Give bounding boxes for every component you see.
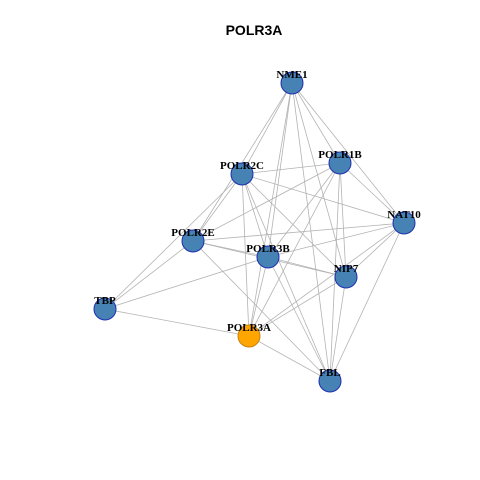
edge-nip7-polr3a [248, 276, 347, 337]
edge-polr1b-nat10 [339, 162, 405, 224]
node-nat10[interactable] [392, 211, 416, 235]
node-label-nme1: NME1 [276, 69, 307, 81]
edge-nme1-nip7 [291, 82, 347, 278]
edge-polr1b-nip7 [339, 162, 347, 278]
edge-polr2c-polr3b [241, 173, 269, 258]
node-nme1[interactable] [280, 71, 304, 95]
edge-polr2e-fbl [192, 240, 331, 382]
edge-polr3a-fbl [248, 335, 331, 382]
edge-tbp-polr3a [104, 308, 250, 337]
edge-polr1b-polr3a [248, 162, 341, 337]
edge-polr3b-nip7 [267, 256, 347, 278]
graph-title: POLR3A [226, 22, 283, 38]
node-nip7[interactable] [334, 265, 358, 289]
edge-polr1b-polr2e [192, 162, 341, 242]
node-polr2c[interactable] [230, 162, 254, 186]
node-label-polr1b: POLR1B [318, 149, 362, 161]
edge-nme1-polr1b [291, 82, 341, 164]
edge-nme1-nat10 [291, 82, 405, 224]
nodes-layer [93, 71, 416, 393]
node-polr3a[interactable] [237, 324, 261, 348]
edge-polr3b-polr3a [248, 256, 269, 337]
node-label-polr3b: POLR3B [246, 243, 290, 255]
edge-nat10-fbl [329, 222, 405, 382]
edge-nat10-polr2e [192, 222, 405, 242]
node-label-polr2c: POLR2C [220, 160, 264, 172]
node-polr2e[interactable] [181, 229, 205, 253]
node-label-polr2e: POLR2E [171, 227, 214, 239]
edge-polr2c-polr3a [241, 173, 250, 337]
edge-polr2c-nat10 [241, 173, 405, 224]
node-label-nat10: NAT10 [387, 209, 421, 221]
edge-nme1-polr2c [241, 82, 293, 175]
node-polr1b[interactable] [328, 151, 352, 175]
node-label-polr3a: POLR3A [227, 322, 271, 334]
edge-polr1b-polr2c [241, 162, 341, 175]
edge-polr1b-polr3b [267, 162, 341, 258]
node-label-tbp: TBP [94, 295, 116, 307]
edge-polr2c-polr2e [192, 173, 243, 242]
node-fbl[interactable] [318, 369, 342, 393]
node-tbp[interactable] [93, 297, 117, 321]
edge-nme1-polr2e [192, 82, 293, 242]
node-label-nip7: NIP7 [334, 263, 359, 275]
edge-nat10-polr3a [248, 222, 405, 337]
edge-nme1-fbl [291, 82, 331, 382]
edge-polr3b-fbl [267, 256, 331, 382]
edge-nme1-polr3a [248, 82, 293, 337]
edges-layer [104, 82, 405, 382]
edge-nat10-nip7 [345, 222, 405, 278]
node-label-fbl: FBL [319, 367, 340, 379]
edge-polr1b-fbl [329, 162, 341, 382]
edge-polr2c-fbl [241, 173, 331, 382]
edge-nip7-fbl [329, 276, 347, 382]
edge-polr2c-tbp [104, 173, 243, 310]
edge-nat10-polr3b [267, 222, 405, 258]
edge-polr2c-nip7 [241, 173, 347, 278]
node-polr3b[interactable] [256, 245, 280, 269]
edge-polr3b-tbp [104, 256, 269, 310]
edge-polr2e-tbp [104, 240, 194, 310]
